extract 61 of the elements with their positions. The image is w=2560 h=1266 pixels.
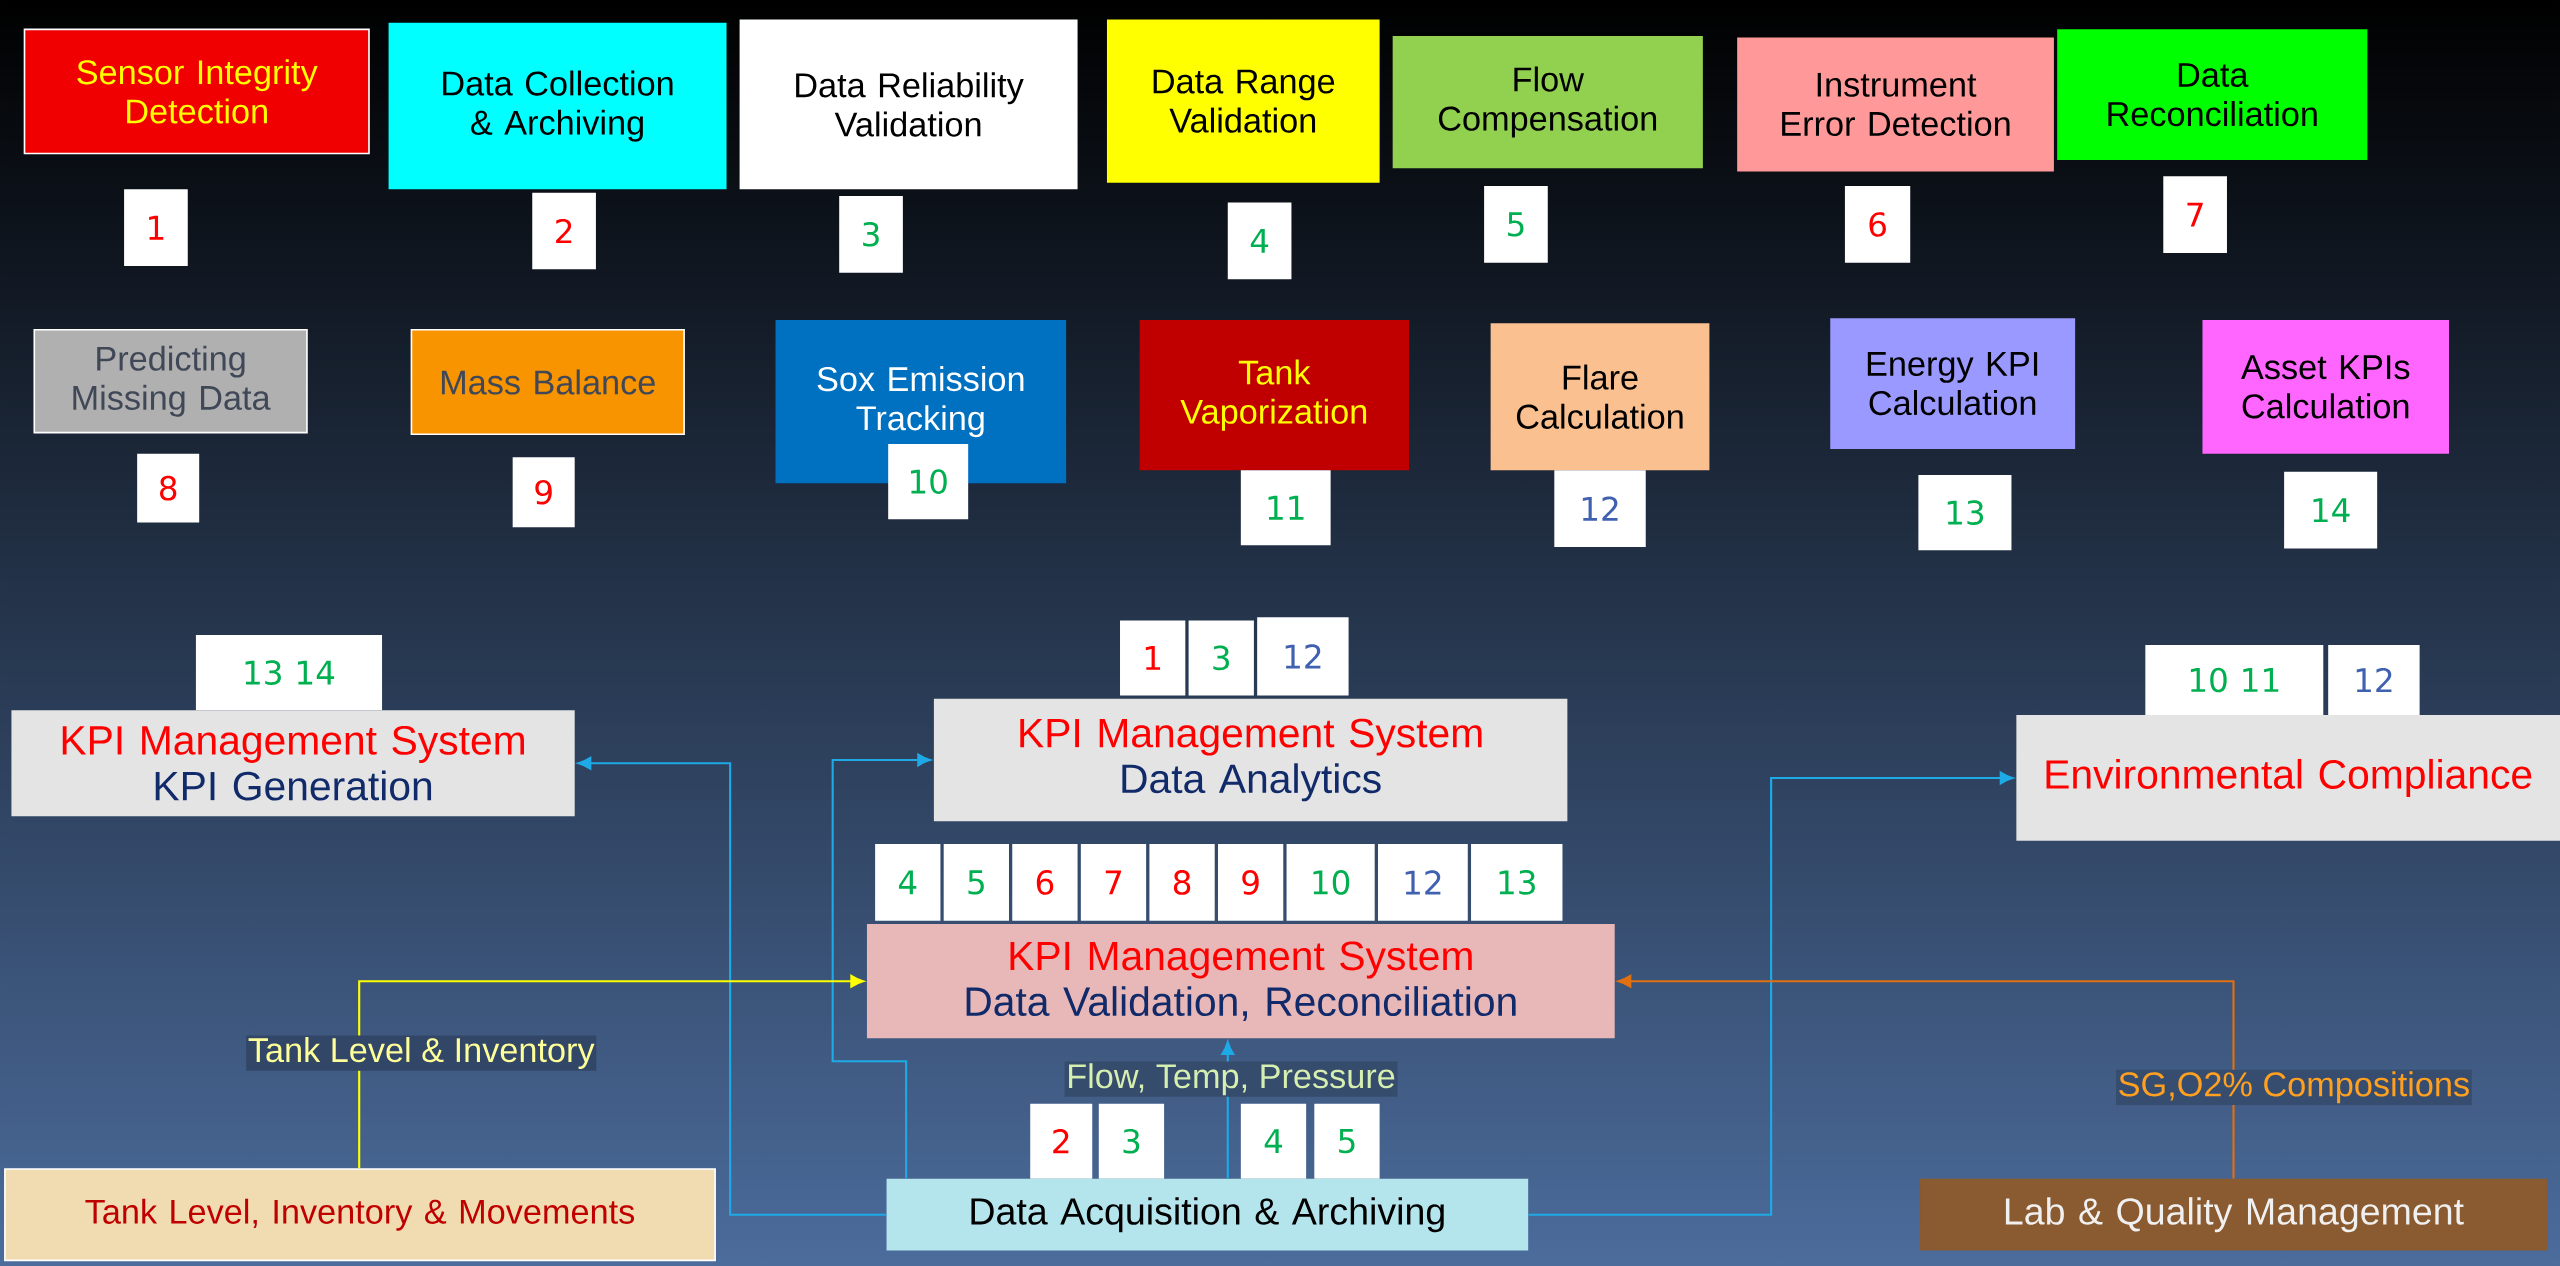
- number-tile: 12: [1378, 844, 1468, 921]
- system-box: KPI Management System KPI Generation: [11, 710, 575, 817]
- source-box: Lab & Quality Management: [1920, 1178, 2547, 1251]
- number-tile: 13: [1918, 475, 2012, 551]
- arrow: [831, 753, 931, 1179]
- number-tile: 7: [2163, 176, 2227, 254]
- function-box: Asset KPIs Calculation: [2202, 320, 2449, 454]
- function-box: Data Range Validation: [1106, 19, 1380, 183]
- number-tile: 3: [839, 195, 903, 273]
- function-box: Sensor Integrity Detection: [23, 28, 370, 155]
- number-tile: 9: [512, 457, 575, 528]
- number-tile: 10: [1286, 844, 1375, 921]
- function-box: Mass Balance: [410, 328, 685, 436]
- number-tile: 14: [2284, 471, 2378, 549]
- number-tile: 5: [943, 844, 1009, 921]
- function-box: Flow Compensation: [1392, 35, 1703, 169]
- number-tile: 7: [1080, 844, 1147, 921]
- function-box: Instrument Error Detection: [1737, 37, 2054, 172]
- number-tile: 12: [1554, 470, 1646, 547]
- arrow: [577, 756, 887, 1216]
- number-tile: 13: [1471, 844, 1563, 921]
- function-box: Energy KPI Calculation: [1830, 318, 2076, 449]
- number-tile: 1: [124, 189, 188, 267]
- system-box: KPI Management System Data Analytics: [933, 698, 1568, 822]
- number-tile: 4: [1227, 202, 1292, 280]
- number-tile: 12: [2328, 644, 2420, 716]
- number-tile: 9: [1218, 844, 1284, 921]
- function-box: Predicting Missing Data: [33, 328, 308, 434]
- number-tile: 8: [137, 453, 200, 523]
- system-box: Environmental Compliance: [2016, 715, 2560, 841]
- number-tile: 4: [1240, 1103, 1307, 1179]
- function-box: Data Reliability Validation: [739, 19, 1078, 190]
- number-tile: 2: [532, 192, 596, 270]
- system-box: KPI Management System Data Validation, Reconciliation: [866, 924, 1615, 1039]
- number-tile: 11: [1240, 470, 1331, 546]
- edge-label: Flow, Temp, Pressure: [1064, 1061, 1398, 1097]
- arrow: [1617, 974, 2235, 1179]
- number-tile: 6: [1012, 844, 1078, 921]
- number-tile: 8: [1149, 844, 1215, 921]
- number-tile: 2: [1030, 1103, 1093, 1179]
- number-tile: 13 14: [195, 635, 383, 711]
- arrow: [1528, 771, 2014, 1216]
- arrow: [358, 974, 864, 1169]
- source-box: Data Acquisition & Archiving: [886, 1178, 1529, 1251]
- number-tile: 4: [875, 844, 941, 921]
- function-box: Data Reconciliation: [2057, 29, 2368, 160]
- function-box: Data Collection & Archiving: [388, 22, 727, 190]
- source-box: Tank Level, Inventory & Movements: [4, 1168, 716, 1262]
- number-tile: 3: [1098, 1103, 1165, 1179]
- number-tile: 12: [1257, 617, 1349, 696]
- number-tile: 1: [1120, 620, 1186, 696]
- number-tile: 5: [1484, 186, 1548, 263]
- number-tile: 6: [1844, 186, 1911, 263]
- number-tile: 10: [888, 444, 969, 520]
- function-box: Flare Calculation: [1490, 323, 1710, 471]
- edge-label: SG,O2% Compositions: [2116, 1069, 2472, 1105]
- number-tile: 3: [1188, 620, 1254, 696]
- edge-label: Tank Level & Inventory: [246, 1035, 597, 1071]
- function-box: Tank Vaporization: [1139, 320, 1409, 471]
- number-tile: 10 11: [2145, 644, 2324, 716]
- number-tile: 5: [1314, 1103, 1380, 1179]
